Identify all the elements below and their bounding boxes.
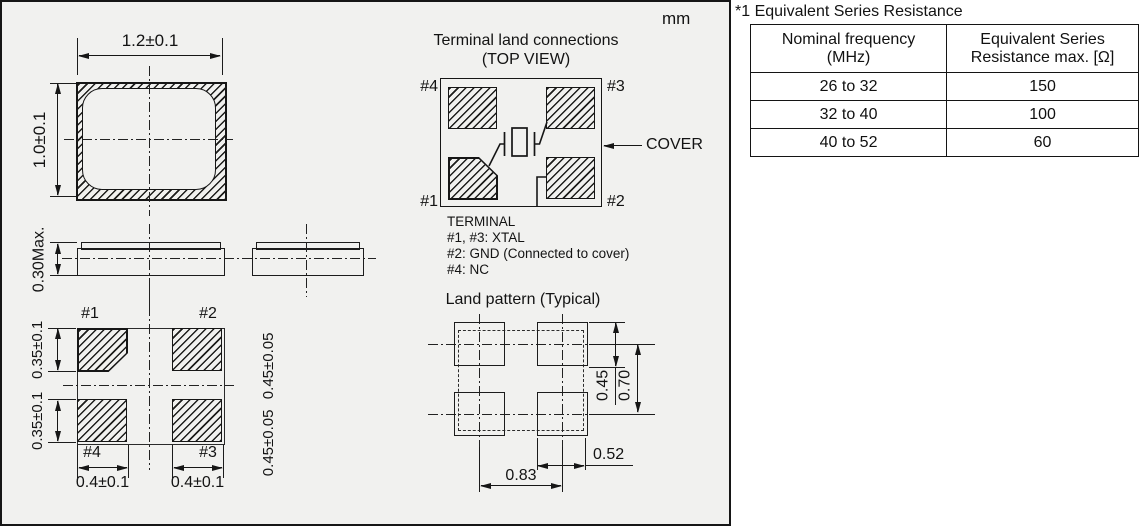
col-header-frequency: Nominal frequency (MHz) <box>749 24 948 73</box>
frequency-cell: 26 to 32 <box>749 72 948 101</box>
col-header-esr: Equivalent Series Resistance max. [Ω] <box>946 24 1139 73</box>
table-row: 40 to 52 60 <box>749 128 1139 157</box>
frequency-cell: 32 to 40 <box>749 100 948 129</box>
table-row: 32 to 40 100 <box>749 100 1139 129</box>
frequency-cell: 40 to 52 <box>749 128 948 157</box>
table-row: 26 to 32 150 <box>749 72 1139 101</box>
esr-table: Nominal frequency (MHz) Equivalent Serie… <box>749 24 1139 157</box>
esr-cell: 100 <box>946 100 1139 129</box>
esr-cell: 150 <box>946 72 1139 101</box>
esr-cell: 60 <box>946 128 1139 157</box>
drawing-panel <box>0 0 731 526</box>
units-label: mm <box>662 9 691 28</box>
esr-table-title: *1 Equivalent Series Resistance <box>735 3 963 20</box>
table-header-row: Nominal frequency (MHz) Equivalent Serie… <box>749 24 1139 73</box>
